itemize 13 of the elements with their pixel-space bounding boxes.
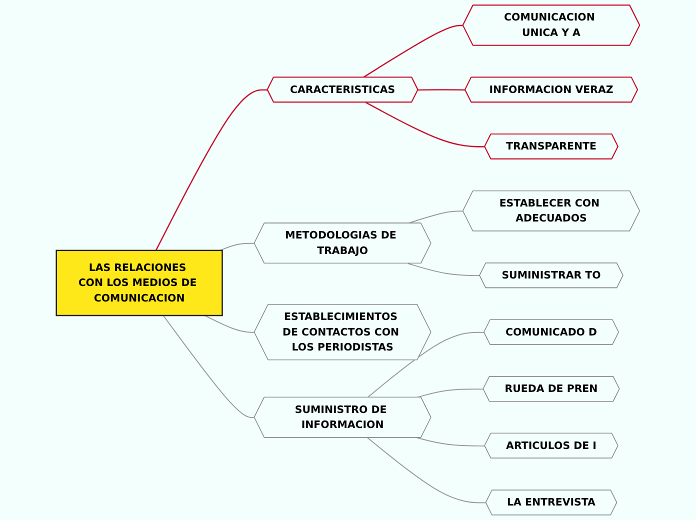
connector	[407, 263, 480, 276]
connector	[362, 24, 464, 78]
connector	[162, 315, 255, 418]
connector	[367, 332, 485, 398]
connector	[416, 437, 486, 446]
node-box: LAS RELACIONES CON LOS MEDIOS DE COMUNICACION	[56, 250, 223, 316]
connector	[155, 89, 268, 251]
connector	[367, 437, 487, 504]
connector	[418, 89, 466, 91]
connector	[365, 102, 485, 148]
connector	[204, 315, 255, 333]
connector	[220, 242, 255, 251]
connector	[416, 388, 484, 398]
